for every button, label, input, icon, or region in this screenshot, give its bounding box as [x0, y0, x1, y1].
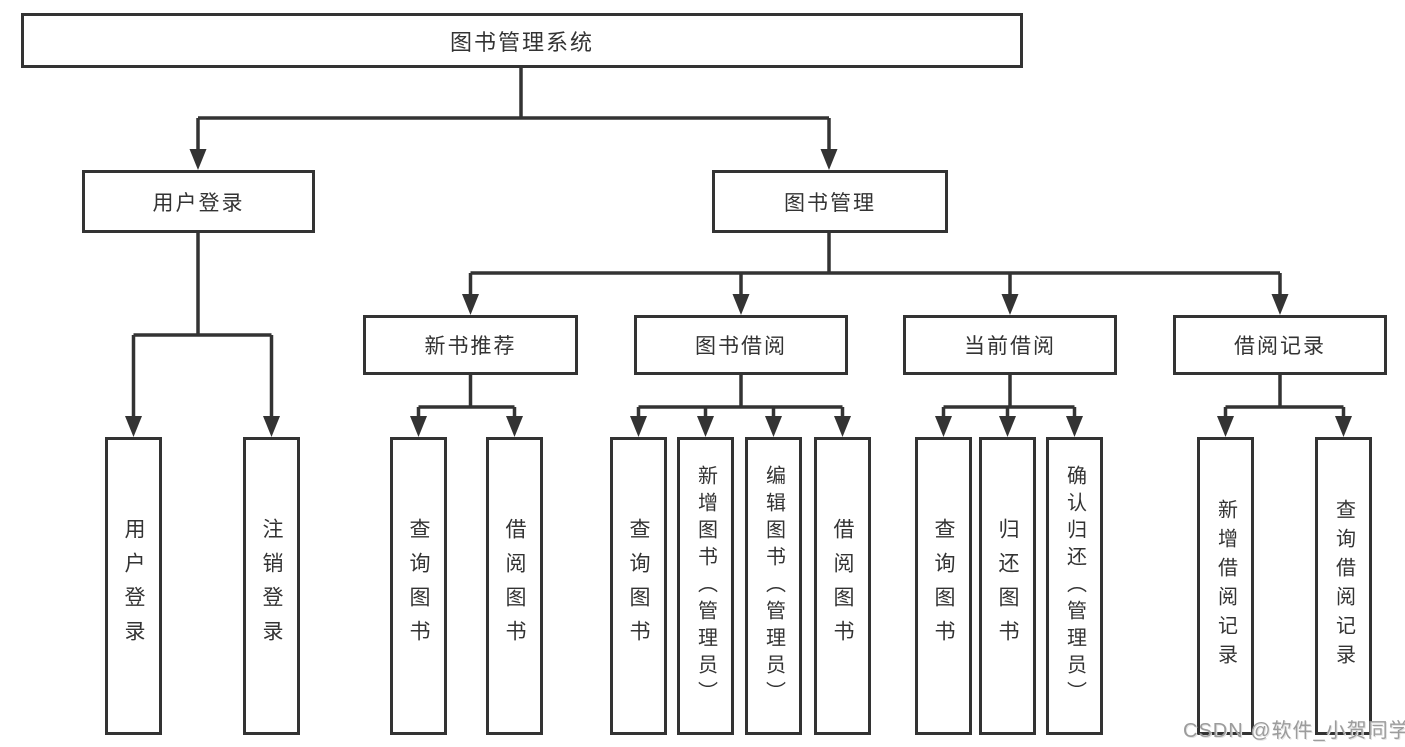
node-label: 借阅图书	[831, 518, 854, 654]
node-current-borrowing: 当前借阅	[903, 315, 1117, 375]
leaf-borrow-books-borrowing: 借阅图书	[814, 437, 871, 735]
node-label: 查询图书	[407, 518, 430, 654]
leaf-query-borrow-record: 查询借阅记录	[1315, 437, 1372, 735]
node-label: 编辑图书（管理员）	[762, 464, 785, 708]
node-label: 借阅记录	[1234, 335, 1326, 358]
node-book-borrowing: 图书借阅	[634, 315, 848, 375]
node-book-management: 图书管理	[712, 170, 948, 233]
node-label: 查询借阅记录	[1332, 499, 1355, 673]
leaf-confirm-return-admin: 确认归还（管理员）	[1046, 437, 1103, 735]
node-borrowing-records: 借阅记录	[1173, 315, 1387, 375]
node-label: 新增图书（管理员）	[694, 464, 717, 708]
node-label: 当前借阅	[964, 335, 1056, 358]
node-user-login: 用户登录	[82, 170, 315, 233]
node-label: 图书管理	[784, 191, 876, 215]
node-new-book-recommendation: 新书推荐	[363, 315, 578, 375]
node-label: 新书推荐	[424, 335, 517, 358]
leaf-borrow-books-recommend: 借阅图书	[486, 437, 543, 735]
node-label: 用户登录	[152, 191, 245, 215]
node-label: 查询图书	[627, 518, 650, 654]
node-label: 新增借阅记录	[1214, 499, 1237, 673]
leaf-logout: 注销登录	[243, 437, 300, 735]
leaf-add-borrow-record: 新增借阅记录	[1197, 437, 1254, 735]
node-label: 确认归还（管理员）	[1063, 464, 1086, 708]
leaf-edit-book-admin: 编辑图书（管理员）	[745, 437, 802, 735]
node-label: 用户登录	[122, 518, 145, 654]
leaf-query-books-recommend: 查询图书	[390, 437, 447, 735]
leaf-return-books: 归还图书	[979, 437, 1036, 735]
watermark-csdn: CSDN @软件_小贺同学	[1183, 720, 1405, 742]
node-label: 注销登录	[260, 518, 283, 654]
leaf-query-books-borrowing: 查询图书	[610, 437, 667, 735]
leaf-add-book-admin: 新增图书（管理员）	[677, 437, 734, 735]
node-library-management-system: 图书管理系统	[21, 13, 1023, 68]
leaf-user-login: 用户登录	[105, 437, 162, 735]
node-label: 图书借阅	[695, 335, 787, 358]
node-label: 归还图书	[996, 518, 1019, 654]
leaf-query-books-current: 查询图书	[915, 437, 972, 735]
node-label: 查询图书	[932, 518, 955, 654]
node-label: 图书管理系统	[449, 29, 594, 55]
node-label: 借阅图书	[503, 518, 526, 654]
